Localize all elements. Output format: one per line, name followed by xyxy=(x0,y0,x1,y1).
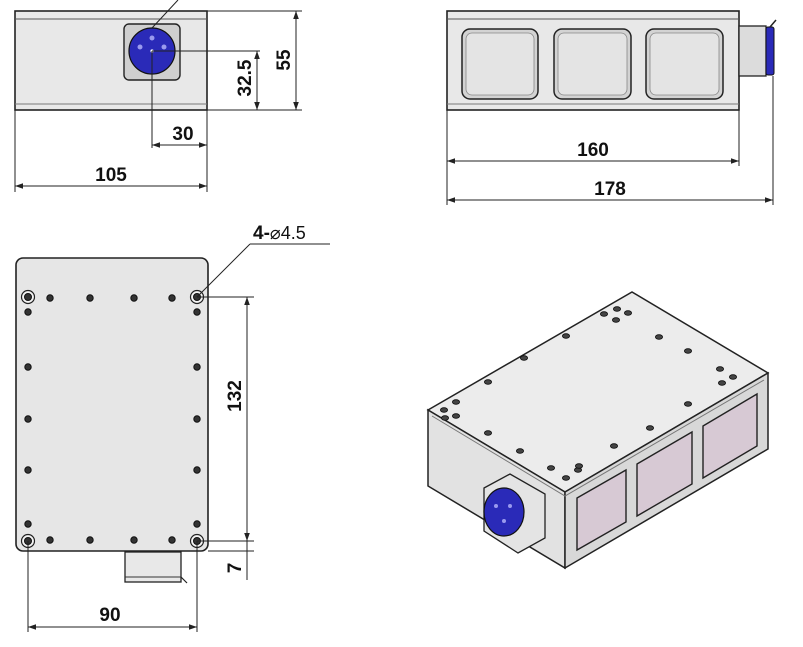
dim-label-30: 30 xyxy=(172,124,193,145)
iso-hole xyxy=(483,379,492,385)
iso-window xyxy=(636,430,693,518)
iso-connector-pin xyxy=(494,504,498,508)
iso-hole xyxy=(547,465,556,471)
screw-hole xyxy=(24,308,32,316)
screw-hole xyxy=(86,536,94,544)
side-connector-face xyxy=(765,26,775,76)
front-view: 55 32.5 30 105 xyxy=(14,0,302,192)
hole-callout-prefix: 4- xyxy=(253,223,270,244)
screw-hole xyxy=(193,415,201,423)
iso-hole xyxy=(612,317,621,323)
iso-hole xyxy=(716,366,725,372)
iso-hole xyxy=(439,407,448,413)
dim-label-55: 55 xyxy=(274,49,295,71)
screw-hole xyxy=(130,536,138,544)
screw-hole xyxy=(24,520,32,528)
iso-hole xyxy=(655,334,664,340)
iso-hole xyxy=(646,425,655,431)
iso-window xyxy=(702,392,758,480)
side-window-inner xyxy=(649,32,720,96)
iso-hole xyxy=(729,374,738,380)
iso-hole xyxy=(684,401,693,407)
dim-label-178: 178 xyxy=(594,179,626,200)
iso-hole xyxy=(575,463,584,469)
dim-label-160: 160 xyxy=(577,140,609,161)
iso-hole xyxy=(562,333,571,339)
side-view: 160 178 xyxy=(446,10,777,205)
dim-label-90: 90 xyxy=(99,605,120,626)
screw-hole xyxy=(24,415,32,423)
top-view: 4-⌀4.5 132 7 90 xyxy=(15,223,330,632)
iso-connector-pin xyxy=(508,504,512,508)
screw-hole xyxy=(193,308,201,316)
iso-hole xyxy=(718,380,727,386)
iso-hole xyxy=(613,306,622,312)
screw-hole xyxy=(130,294,138,302)
iso-hole xyxy=(562,475,571,481)
iso-hole xyxy=(451,413,460,419)
iso-hole xyxy=(600,311,609,317)
screw-hole xyxy=(193,363,201,371)
dim-label-132: 132 xyxy=(225,380,246,412)
iso-hole xyxy=(483,430,492,436)
front-connector-leader xyxy=(151,0,179,29)
dim-label-32-5: 32.5 xyxy=(235,59,256,96)
iso-connector-pin xyxy=(502,519,506,523)
screw-hole xyxy=(193,520,201,528)
screw-hole xyxy=(168,294,176,302)
isometric-view xyxy=(426,291,770,570)
screw-hole xyxy=(24,466,32,474)
screw-hole xyxy=(86,294,94,302)
screw-hole xyxy=(193,466,201,474)
front-connector-pin xyxy=(149,35,155,41)
dim-label-7: 7 xyxy=(225,563,246,574)
side-connector-flange xyxy=(738,25,767,77)
iso-hole xyxy=(610,443,619,449)
side-window-inner xyxy=(557,32,628,96)
hole-callout: 4-⌀4.5 xyxy=(253,223,306,244)
iso-hole xyxy=(516,448,525,454)
screw-hole xyxy=(46,294,54,302)
dim-label-105: 105 xyxy=(95,165,127,186)
iso-hole xyxy=(440,415,449,421)
side-window-inner xyxy=(465,32,535,96)
callout-leader xyxy=(196,243,251,298)
iso-hole xyxy=(624,310,633,316)
hole-callout-value: 4.5 xyxy=(281,223,306,243)
front-connector-pin xyxy=(161,44,167,50)
iso-hole xyxy=(451,399,460,405)
iso-window xyxy=(576,468,627,552)
iso-hole xyxy=(520,355,529,361)
side-connector-tip xyxy=(769,19,777,28)
top-connector-tip xyxy=(180,576,188,584)
hole-callout-symbol: ⌀ xyxy=(270,223,281,243)
screw-hole xyxy=(168,536,176,544)
iso-top-chamfer xyxy=(431,379,765,497)
screw-hole xyxy=(24,363,32,371)
iso-top-holes xyxy=(439,306,738,481)
iso-connector-face xyxy=(483,487,525,537)
screw-hole xyxy=(46,536,54,544)
top-body xyxy=(15,257,209,552)
front-connector-pin xyxy=(137,44,143,50)
mounting-hole-bore xyxy=(24,293,32,301)
iso-hole xyxy=(684,348,693,354)
